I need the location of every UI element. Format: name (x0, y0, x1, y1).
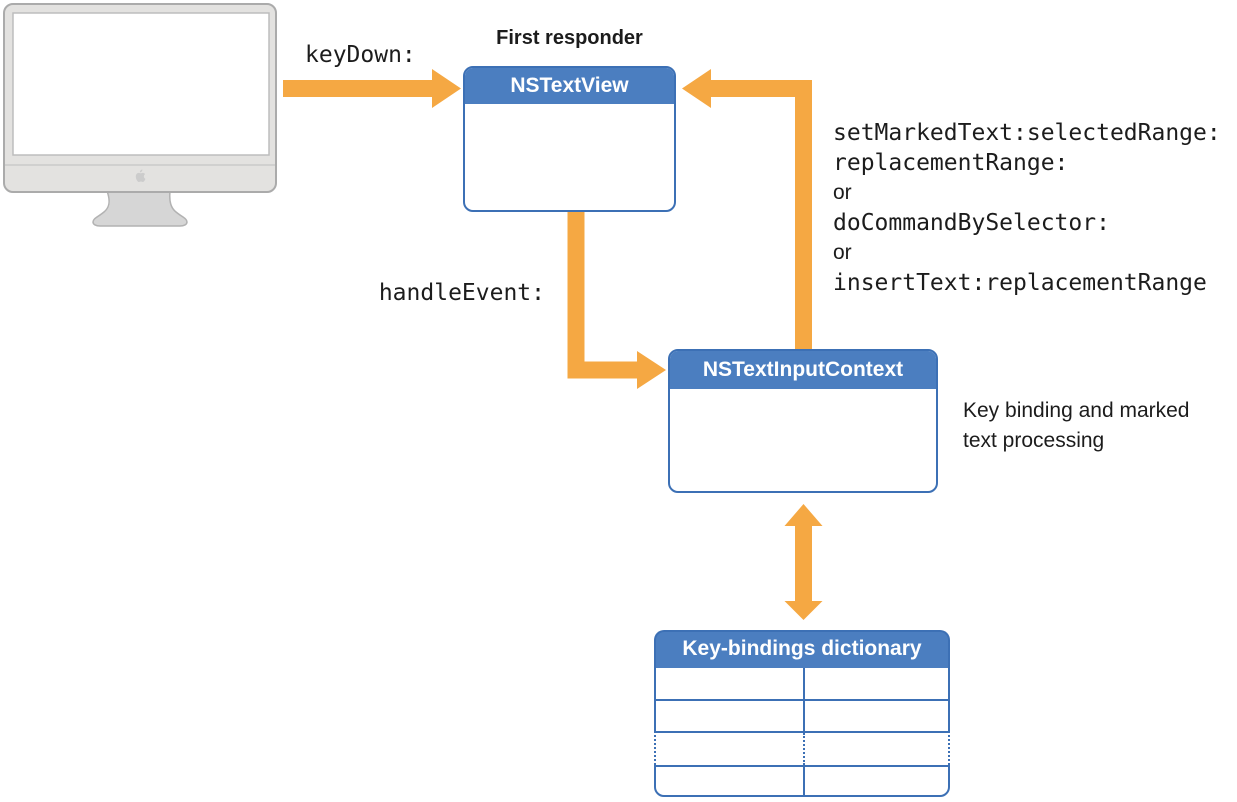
apple-logo-icon (135, 169, 146, 182)
method-inserttext: insertText:replacementRange (833, 270, 1207, 296)
processing-note-line2: text processing (963, 429, 1105, 452)
dictionary-row-4 (654, 765, 950, 797)
dictionary-cell (656, 767, 805, 795)
processing-note-line1: Key binding and marked (963, 399, 1190, 422)
method-setmarkedtext: setMarkedText:selectedRange: (833, 120, 1221, 146)
nstextview-title: NSTextView (465, 68, 674, 104)
dictionary-cell (805, 668, 948, 699)
dictionary-cell (656, 701, 805, 731)
dictionary-row-1 (654, 668, 950, 699)
method-docommandbyselector: doCommandBySelector: (833, 210, 1110, 236)
nstextinputcontext-title: NSTextInputContext (670, 351, 936, 389)
keydown-label: keyDown: (305, 42, 416, 68)
handleevent-arrow (567, 212, 666, 389)
monitor-stand (92, 190, 188, 227)
processing-note: Key binding and marked text processing (963, 396, 1189, 456)
monitor-screen (12, 12, 270, 156)
dictionary-row-2 (654, 699, 950, 731)
dictionary-cell (805, 733, 948, 765)
method-replacementrange: replacementRange: (833, 150, 1069, 176)
first-responder-label: First responder (496, 27, 643, 49)
return-methods-arrow (682, 69, 812, 349)
dictionary-cell (656, 668, 805, 699)
imac-monitor-icon (3, 3, 277, 227)
or-label-2: or (833, 241, 852, 264)
keydown-arrow (283, 69, 461, 108)
key-bindings-dictionary-box: Key-bindings dictionary (654, 630, 950, 797)
key-bindings-dictionary-title: Key-bindings dictionary (654, 630, 950, 668)
dictionary-cell (656, 733, 805, 765)
or-label-1: or (833, 181, 852, 204)
dictionary-cell (805, 767, 948, 795)
dictionary-row-ellipsis (654, 731, 950, 765)
nstextinputcontext-box: NSTextInputContext (668, 349, 938, 493)
return-methods-block: setMarkedText:selectedRange: replacement… (833, 118, 1221, 298)
dictionary-cell (805, 701, 948, 731)
handleevent-label: handleEvent: (378, 280, 545, 306)
nstextview-box: NSTextView (463, 66, 676, 212)
dictionary-double-arrow (784, 504, 823, 620)
